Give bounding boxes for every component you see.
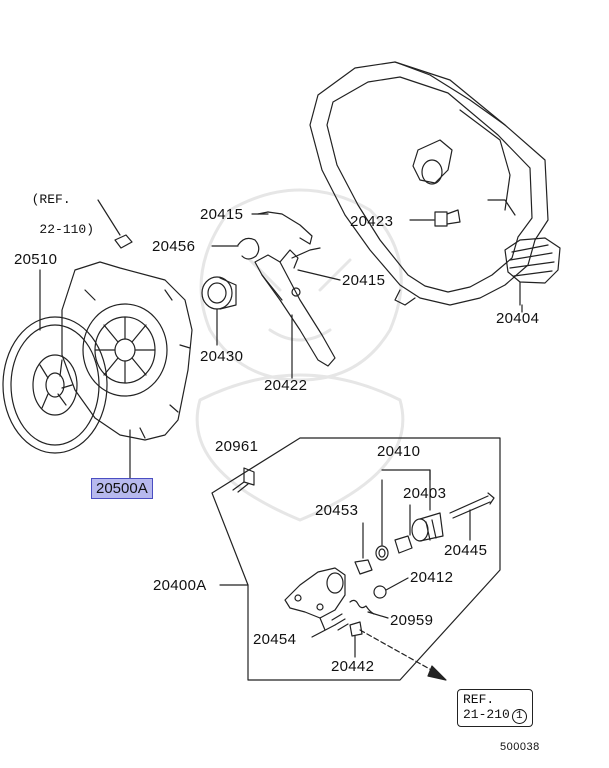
label-20415-top: 20415 (200, 206, 244, 223)
ref-bolt (97, 199, 133, 249)
leader-20415b (297, 269, 341, 281)
label-20412: 20412 (410, 569, 454, 586)
clutch-disc (2, 269, 108, 454)
label-20510: 20510 (14, 251, 58, 268)
seal-20410 (375, 479, 389, 561)
label-20430: 20430 (200, 348, 244, 365)
diagram-code: 500038 (500, 741, 540, 753)
ref-box-line2: 21-210 (463, 707, 510, 722)
ref-22-110: (REF. 22-110) (16, 177, 94, 237)
label-20961: 20961 (215, 438, 259, 455)
ref-arrow (359, 629, 447, 681)
pressure-plate (61, 261, 193, 479)
ref-line2: 22-110) (31, 222, 95, 237)
ref-line1: (REF. (31, 192, 71, 207)
label-20423: 20423 (350, 213, 394, 230)
slave-cylinder-assembly-box (211, 437, 501, 681)
label-20454: 20454 (253, 631, 297, 648)
label-20442: 20442 (331, 658, 375, 675)
highlighted-part-20500a[interactable]: 20500A (91, 478, 153, 499)
bleeder-20454 (311, 613, 349, 638)
label-20959: 20959 (390, 612, 434, 629)
transmission-housing (309, 61, 549, 306)
label-20404: 20404 (496, 310, 540, 327)
release-boot (504, 237, 561, 306)
label-20410: 20410 (377, 443, 421, 460)
ref-circle-number: 1 (511, 709, 527, 724)
bolt-20423 (409, 209, 461, 227)
label-20400a: 20400A (153, 577, 207, 594)
slave-cylinder-body (284, 567, 346, 631)
label-20453: 20453 (315, 502, 359, 519)
bolt-20961 (232, 467, 255, 493)
bleeder-20453 (354, 522, 373, 575)
pushrod-20445 (449, 492, 495, 541)
cap-20412 (373, 577, 409, 599)
spring-clip-top (257, 211, 313, 245)
label-20403: 20403 (403, 485, 447, 502)
spring-20456 (211, 237, 260, 260)
release-fork (254, 247, 336, 379)
cap-20442 (349, 621, 363, 658)
boot-20410 (411, 469, 444, 542)
label-20415-bottom: 20415 (342, 272, 386, 289)
release-bearing (201, 276, 237, 346)
spring-20959 (349, 599, 389, 619)
watermark (195, 188, 405, 522)
label-20445: 20445 (444, 542, 488, 559)
label-20456: 20456 (152, 238, 196, 255)
label-20422: 20422 (264, 377, 308, 394)
ref-box-line1: REF. (463, 692, 495, 707)
